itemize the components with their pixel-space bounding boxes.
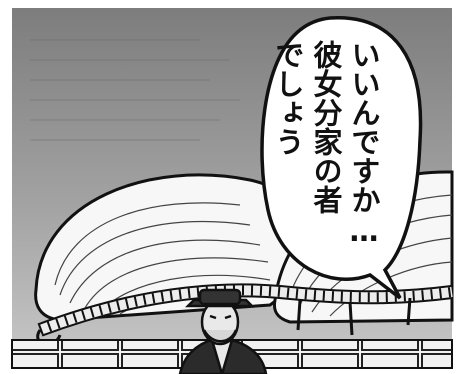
speech-line-1: いいんですか… bbox=[347, 40, 381, 248]
speech-bubble-text: いいんですか… 彼女分家の者 でしょう bbox=[268, 40, 381, 270]
speech-bubble bbox=[260, 16, 423, 300]
speech-line-3: でしょう bbox=[271, 40, 305, 156]
old-man-figure bbox=[178, 288, 268, 374]
speech-line-2: 彼女分家の者 bbox=[309, 40, 343, 214]
rope bbox=[36, 283, 453, 346]
